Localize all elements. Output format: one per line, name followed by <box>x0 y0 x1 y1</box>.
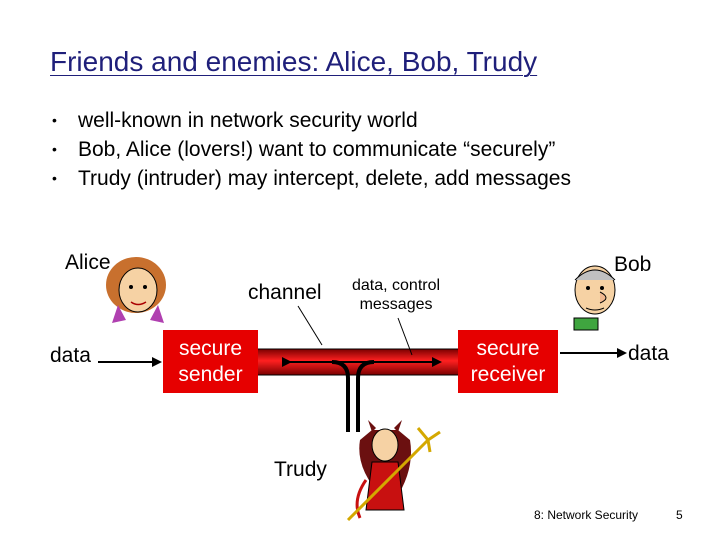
data-out-label: data <box>628 342 669 365</box>
bullet-item: well-known in network security world <box>50 106 571 135</box>
messages-pointer-line <box>397 317 413 356</box>
secure-sender-line2: sender <box>178 362 243 386</box>
footer-page-number: 5 <box>676 508 683 522</box>
trudy-devil-figure-icon <box>346 420 441 522</box>
alice-label: Alice <box>65 251 111 274</box>
secure-sender-line1: secure <box>178 336 243 360</box>
bob-label: Bob <box>614 253 652 276</box>
footer-section: 8: Network Security <box>534 508 639 522</box>
control-messages-label: data, control messages <box>352 276 440 314</box>
channel-label: channel <box>248 281 322 304</box>
trudy-intercept-left <box>331 360 350 432</box>
data-in-label: data <box>50 344 91 367</box>
bullet-item: Bob, Alice (lovers!) want to communicate… <box>50 135 571 164</box>
bullet-item: Trudy (intruder) may intercept, delete, … <box>50 164 571 193</box>
secure-receiver-box: secure receiver <box>458 330 558 393</box>
alice-figure-icon <box>106 257 166 323</box>
slide-title: Friends and enemies: Alice, Bob, Trudy <box>50 46 538 77</box>
control-messages-line1: data, control <box>352 277 441 294</box>
trudy-label: Trudy <box>274 458 327 481</box>
secure-sender-box: secure sender <box>163 330 258 393</box>
channel-pointer-line <box>297 305 323 346</box>
secure-receiver-line1: secure <box>476 336 540 360</box>
bob-figure-icon <box>573 265 616 331</box>
trudy-intercept-right <box>356 360 375 432</box>
secure-receiver-line2: receiver <box>470 362 546 386</box>
bullet-list: well-known in network security world Bob… <box>50 106 571 193</box>
control-messages-line2: messages <box>359 296 433 313</box>
